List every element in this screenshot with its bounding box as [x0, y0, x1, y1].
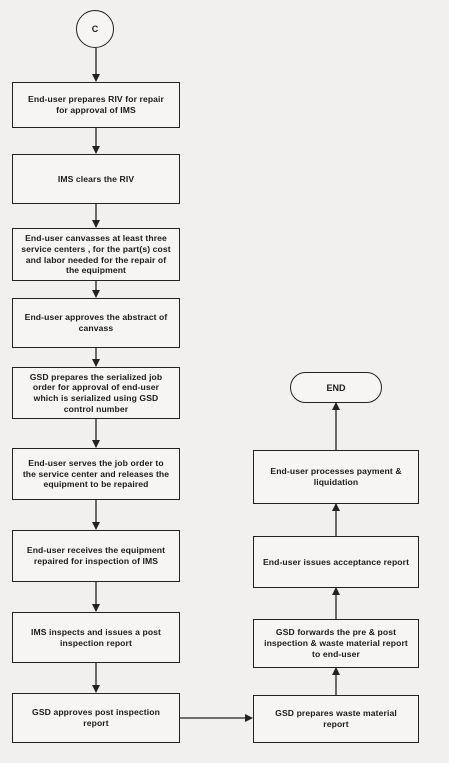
step-ims-clears-riv: IMS clears the RIV	[12, 154, 180, 204]
step-forward-reports: GSD forwards the pre & post inspection &…	[253, 619, 419, 668]
step-prepare-waste-report: GSD prepares waste material report	[253, 695, 419, 743]
step-serve-job-order: End-user serves the job order to the ser…	[12, 448, 180, 500]
end-terminal-label: END	[326, 382, 346, 393]
step-text: End-user issues acceptance report	[262, 556, 410, 567]
start-connector-label: C	[91, 24, 99, 34]
step-post-inspection: IMS inspects and issues a post inspectio…	[12, 612, 180, 663]
end-terminal: END	[290, 372, 382, 403]
step-text: GSD approves post inspection report	[32, 707, 160, 728]
step-prepare-job-order: GSD prepares the serialized job order fo…	[12, 367, 180, 419]
step-text: End-user serves the job order to the ser…	[22, 457, 170, 490]
step-text: End-user approves the abstract of canvas…	[24, 312, 168, 333]
step-canvass-service-centers: End-user canvasses at least three servic…	[12, 228, 180, 281]
step-text: End-user processes payment & liquidation	[270, 466, 402, 487]
step-text: GSD forwards the pre & post inspection &…	[264, 627, 408, 659]
start-connector-circle: C	[76, 10, 114, 48]
step-process-payment: End-user processes payment & liquidation	[253, 450, 419, 504]
step-text: GSD prepares the serialized job order fo…	[29, 371, 163, 414]
step-text: End-user prepares RIV for repair for app…	[28, 94, 164, 115]
step-text: IMS inspects and issues a post inspectio…	[30, 626, 162, 648]
step-issue-acceptance: End-user issues acceptance report	[253, 536, 419, 588]
step-text: End-user receives the equipment repaired…	[26, 545, 166, 566]
step-prepare-riv: End-user prepares RIV for repair for app…	[12, 82, 180, 128]
step-text: IMS clears the RIV	[57, 173, 135, 184]
step-receive-equipment: End-user receives the equipment repaired…	[12, 530, 180, 582]
step-approve-post-inspection: GSD approves post inspection report	[12, 693, 180, 743]
step-approve-abstract: End-user approves the abstract of canvas…	[12, 298, 180, 348]
step-text: GSD prepares waste material report	[275, 708, 397, 729]
step-text: End-user canvasses at least three servic…	[21, 233, 171, 276]
